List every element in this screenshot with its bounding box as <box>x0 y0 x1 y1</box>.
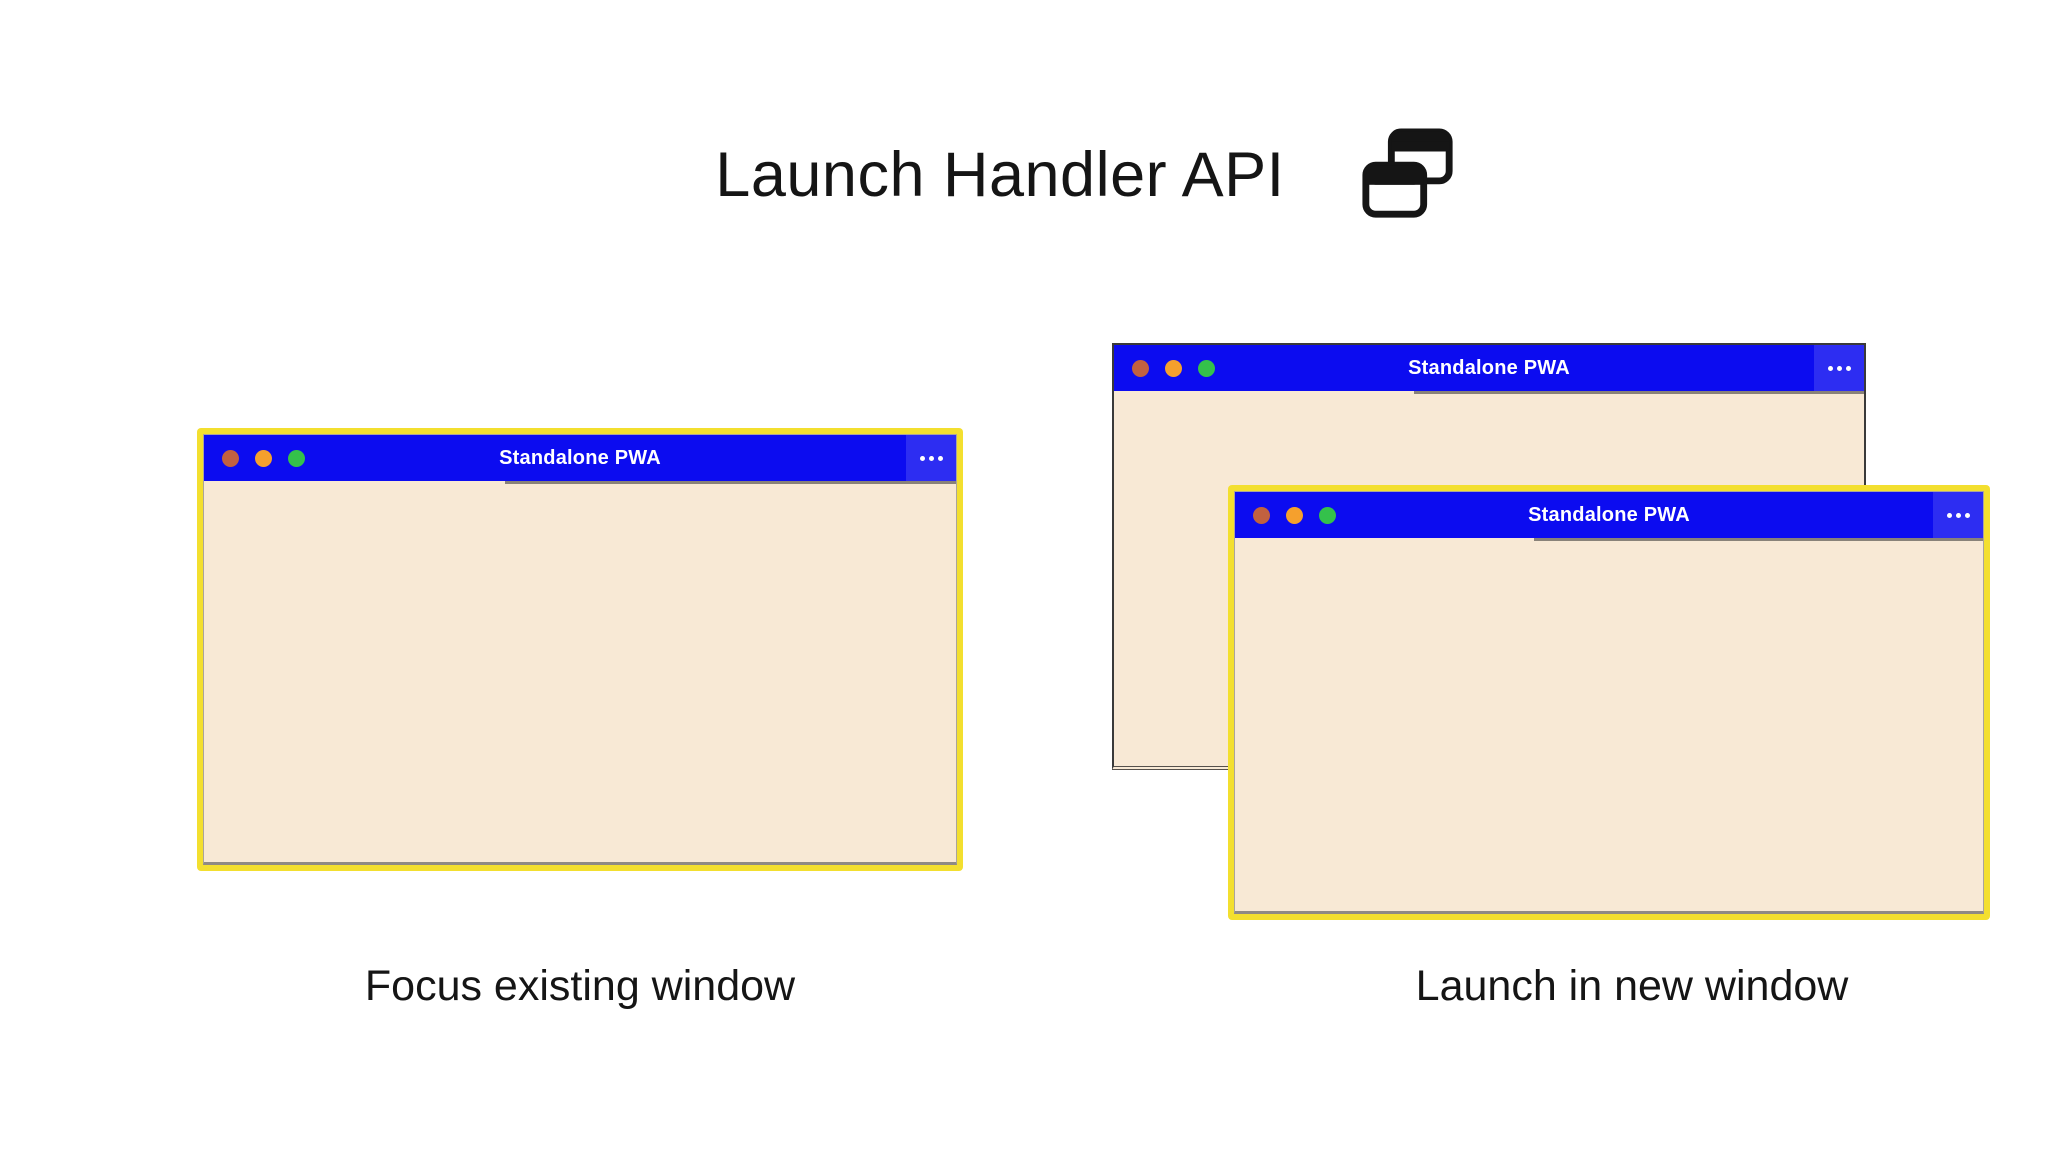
window-title: Standalone PWA <box>1408 356 1570 379</box>
window-body <box>204 481 956 862</box>
titlebar-shadow <box>504 481 956 484</box>
page-title: Launch Handler API <box>715 140 1285 210</box>
overlapping-windows-icon <box>1362 128 1453 218</box>
titlebar-shadow <box>1414 391 1864 394</box>
ellipsis-dot <box>1964 512 1970 518</box>
ellipsis-dot <box>919 455 925 461</box>
maximize-button-dot[interactable] <box>1198 359 1215 377</box>
pwa-window-focused-existing: Standalone PWA <box>197 428 963 871</box>
window-title: Standalone PWA <box>1528 503 1690 526</box>
header: Launch Handler API <box>62 126 2048 224</box>
window-titlebar: Standalone PWA <box>1235 492 1983 541</box>
close-button-dot[interactable] <box>1253 506 1270 524</box>
traffic-lights <box>1253 492 1336 538</box>
ellipsis-dot <box>1955 512 1961 518</box>
ellipsis-dot <box>1845 365 1851 371</box>
ellipsis-dot <box>1827 365 1833 371</box>
traffic-lights <box>1132 345 1215 391</box>
minimize-button-dot[interactable] <box>1286 506 1303 524</box>
ellipsis-dot <box>937 455 943 461</box>
ellipsis-dot <box>1946 512 1952 518</box>
ellipsis-dot <box>928 455 934 461</box>
window-menu-button[interactable] <box>1814 345 1864 391</box>
caption-launch-in-new-window: Launch in new window <box>1415 962 1849 1010</box>
close-button-dot[interactable] <box>222 449 239 467</box>
window-body <box>1235 538 1983 911</box>
window-menu-button[interactable] <box>1933 492 1983 538</box>
pwa-window-new-foreground: Standalone PWA <box>1228 485 1990 920</box>
maximize-button-dot[interactable] <box>288 449 305 467</box>
minimize-button-dot[interactable] <box>1165 359 1182 377</box>
minimize-button-dot[interactable] <box>255 449 272 467</box>
titlebar-shadow <box>1534 538 1983 541</box>
close-button-dot[interactable] <box>1132 359 1149 377</box>
window-frame: Standalone PWA <box>1234 491 1984 914</box>
traffic-lights <box>222 435 305 481</box>
window-titlebar: Standalone PWA <box>204 435 956 484</box>
maximize-button-dot[interactable] <box>1319 506 1336 524</box>
window-title: Standalone PWA <box>499 446 661 469</box>
ellipsis-dot <box>1836 365 1842 371</box>
caption-focus-existing-window: Focus existing window <box>364 962 796 1010</box>
window-menu-button[interactable] <box>906 435 956 481</box>
window-frame: Standalone PWA <box>203 434 957 865</box>
window-titlebar: Standalone PWA <box>1114 345 1864 394</box>
